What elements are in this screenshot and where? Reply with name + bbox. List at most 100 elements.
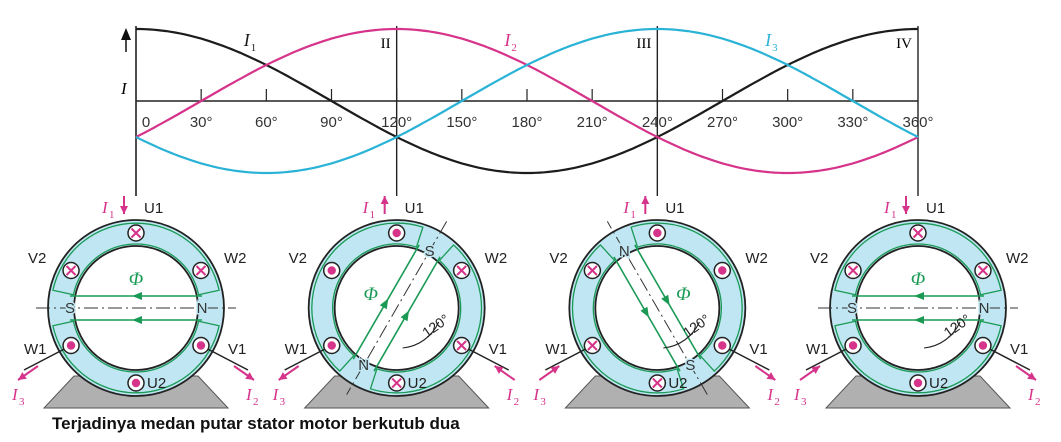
current-in-cross-icon bbox=[130, 227, 142, 239]
pole-field-group bbox=[36, 222, 236, 394]
x-tick-label: 60° bbox=[255, 114, 278, 131]
current-out-dot-icon bbox=[718, 266, 727, 275]
terminal-label-W1: W1 bbox=[545, 341, 568, 358]
stator-outer bbox=[568, 219, 747, 397]
current-in-cross-icon bbox=[195, 265, 207, 276]
terminal-label-W2: W2 bbox=[745, 250, 768, 267]
lead-W1 bbox=[284, 344, 333, 371]
pole-band-top bbox=[369, 244, 483, 394]
marker-label-II: II bbox=[381, 36, 391, 52]
current-in-cross-icon bbox=[391, 377, 402, 389]
x-tick-label: 120° bbox=[381, 114, 412, 131]
current-out-dot-icon bbox=[653, 228, 662, 238]
flux-label: Φ bbox=[911, 269, 925, 290]
terminal-label-V1: V1 bbox=[228, 341, 246, 358]
pole-axis-line bbox=[606, 221, 708, 395]
lead-W1 bbox=[805, 344, 854, 371]
lead-V1 bbox=[721, 344, 770, 371]
current-I3-arrow-head-icon bbox=[18, 372, 27, 380]
pole-field-group bbox=[311, 221, 483, 395]
terminal-label-W1: W1 bbox=[806, 341, 829, 358]
terminal-label-V2: V2 bbox=[28, 250, 46, 267]
current-out-dot-icon bbox=[978, 341, 988, 350]
current-in-cross-icon bbox=[587, 265, 598, 276]
pole-label-south: S bbox=[65, 300, 75, 317]
terminal-label-V2: V2 bbox=[810, 250, 828, 267]
y-axis-label: I bbox=[120, 79, 128, 98]
series-label-sub: 3 bbox=[772, 42, 778, 54]
current-label-sub: 3 bbox=[280, 396, 286, 408]
current-label-sub: 2 bbox=[774, 396, 780, 408]
x-tick-label: 180° bbox=[511, 114, 542, 131]
stator-outer bbox=[307, 219, 486, 397]
terminal-label-V2: V2 bbox=[549, 250, 567, 267]
current-label-sub: 1 bbox=[370, 209, 376, 221]
terminal-label-U1: U1 bbox=[665, 200, 684, 217]
flux-arrow-icon bbox=[914, 316, 924, 324]
series-label-I1: I bbox=[243, 30, 251, 50]
lead-V1 bbox=[200, 344, 249, 371]
terminal-label-V1: V1 bbox=[1010, 341, 1028, 358]
pole-label-north: N bbox=[197, 300, 208, 317]
x-tick-label: 0 bbox=[142, 114, 150, 131]
pole-label-north: N bbox=[358, 357, 369, 374]
terminal-label-U2: U2 bbox=[929, 375, 948, 392]
angle-arc bbox=[923, 321, 961, 349]
current-in-cross-icon bbox=[456, 340, 467, 351]
current-label-I3: I bbox=[532, 385, 540, 404]
current-I1-arrow-head-icon bbox=[380, 196, 389, 204]
lead-W1 bbox=[544, 344, 593, 371]
current-I2-arrow-head-icon bbox=[1027, 372, 1036, 380]
x-tick-label: 330° bbox=[837, 114, 868, 131]
terminal-label-U2: U2 bbox=[408, 375, 427, 392]
current-in-cross-icon bbox=[652, 377, 663, 389]
current-out-dot-icon bbox=[327, 266, 336, 275]
current-out-dot-icon bbox=[848, 341, 858, 350]
flux-arrow-icon bbox=[640, 306, 649, 318]
current-I2-arrow-head-icon bbox=[766, 372, 776, 380]
current-in-cross-icon bbox=[912, 227, 924, 239]
current-in-cross-icon bbox=[456, 265, 467, 276]
flux-arrow-icon bbox=[132, 316, 142, 324]
current-label-I1: I bbox=[101, 198, 109, 217]
current-label-I2: I bbox=[766, 385, 774, 404]
current-out-dot-icon bbox=[718, 341, 727, 350]
lead-V1 bbox=[461, 344, 510, 371]
x-tick-label: 270° bbox=[707, 114, 738, 131]
current-label-sub: 1 bbox=[891, 209, 897, 221]
terminal-label-W2: W2 bbox=[1006, 250, 1029, 267]
terminal-label-V1: V1 bbox=[749, 341, 767, 358]
pole-band-bottom bbox=[52, 320, 220, 394]
flux-arrow-icon bbox=[132, 292, 142, 300]
lead-V1 bbox=[982, 344, 1031, 371]
current-label-I3: I bbox=[11, 385, 19, 404]
current-I1-arrow-head-icon bbox=[120, 206, 128, 214]
terminal-label-W2: W2 bbox=[224, 250, 247, 267]
flux-arrow-icon bbox=[379, 298, 389, 310]
flux-label: Φ bbox=[363, 284, 377, 305]
flux-arrow-icon bbox=[400, 310, 410, 322]
x-tick-label: 210° bbox=[577, 114, 608, 131]
current-out-dot-icon bbox=[913, 378, 923, 388]
x-tick-label: 240° bbox=[642, 114, 673, 131]
current-label-sub: 3 bbox=[540, 396, 546, 408]
current-label-I3: I bbox=[272, 385, 280, 404]
flux-arrow-icon bbox=[661, 294, 670, 306]
current-in-cross-icon bbox=[977, 265, 989, 276]
marker-label-IV: IV bbox=[896, 36, 912, 52]
current-I1-arrow-head-icon bbox=[641, 196, 650, 204]
figure-caption: Terjadinya medan putar stator motor berk… bbox=[52, 414, 460, 433]
current-out-dot-icon bbox=[196, 341, 206, 350]
terminal-label-W1: W1 bbox=[285, 341, 308, 358]
current-label-sub: 1 bbox=[630, 209, 636, 221]
pole-band-top bbox=[52, 222, 220, 296]
x-tick-label: 300° bbox=[772, 114, 803, 131]
current-label-I2: I bbox=[245, 385, 253, 404]
current-label-sub: 2 bbox=[1035, 396, 1041, 408]
terminal-label-U1: U1 bbox=[144, 200, 163, 217]
